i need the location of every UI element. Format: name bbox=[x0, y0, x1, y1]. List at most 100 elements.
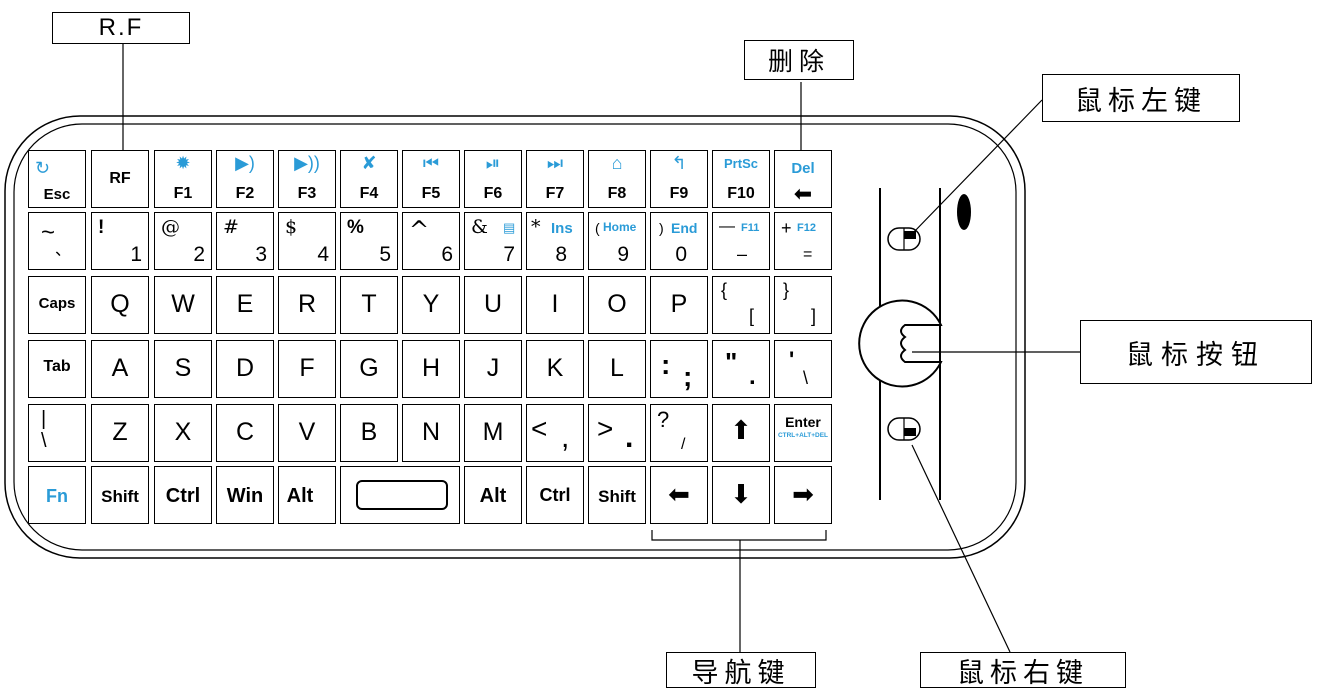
led-indicator bbox=[957, 194, 971, 230]
key-f5[interactable]: ⏮ F5 bbox=[402, 150, 460, 208]
key-q[interactable]: Q bbox=[91, 276, 149, 334]
key-f4-label: F4 bbox=[359, 185, 379, 202]
key-a[interactable]: A bbox=[91, 340, 149, 398]
key-f9-label: F9 bbox=[669, 185, 689, 202]
key-comma[interactable]: < , bbox=[526, 404, 584, 462]
key-f1-label: F1 bbox=[173, 185, 193, 202]
key-f2[interactable]: ▶︎) F2 bbox=[216, 150, 274, 208]
key-alt-right[interactable]: Alt bbox=[464, 466, 522, 524]
key-minus-shift-label: — bbox=[719, 218, 735, 235]
key-v[interactable]: V bbox=[278, 404, 336, 462]
key-up[interactable]: ⬆ bbox=[712, 404, 770, 462]
key-w-label: W bbox=[171, 290, 195, 318]
key-l[interactable]: L bbox=[588, 340, 646, 398]
key-f6[interactable]: ⏯ F6 bbox=[464, 150, 522, 208]
key-lbracket-label: [ bbox=[749, 306, 755, 326]
key-rbracket[interactable]: } ] bbox=[774, 276, 832, 334]
key-0[interactable]: ) End 0 bbox=[650, 212, 708, 270]
key-f9[interactable]: ↰ F9 bbox=[650, 150, 708, 208]
key-ctrl-right[interactable]: Ctrl bbox=[526, 466, 584, 524]
key-f10[interactable]: PrtSc F10 bbox=[712, 150, 770, 208]
key-c-label: C bbox=[235, 418, 255, 446]
key-i[interactable]: I bbox=[526, 276, 584, 334]
key-enter[interactable]: Enter CTRL+ALT+DEL bbox=[774, 404, 832, 462]
key-h[interactable]: H bbox=[402, 340, 460, 398]
key-9[interactable]: ( Home 9 bbox=[588, 212, 646, 270]
key-backslash-r[interactable]: ' \ bbox=[774, 340, 832, 398]
key-semicolon[interactable]: : ; bbox=[650, 340, 708, 398]
key-ctrl[interactable]: Ctrl bbox=[154, 466, 212, 524]
key-q-label: Q bbox=[110, 290, 130, 318]
key-7[interactable]: & ▤ 7 bbox=[464, 212, 522, 270]
key-quote[interactable]: " . bbox=[712, 340, 770, 398]
mouse-right-click-icon[interactable] bbox=[887, 417, 921, 441]
key-s[interactable]: S bbox=[154, 340, 212, 398]
key-slash[interactable]: ? / bbox=[650, 404, 708, 462]
key-space[interactable] bbox=[356, 480, 448, 510]
key-b[interactable]: B bbox=[340, 404, 398, 462]
key-tab[interactable]: Tab bbox=[28, 340, 86, 398]
key-period[interactable]: > . bbox=[588, 404, 646, 462]
key-alt[interactable]: Alt bbox=[278, 466, 336, 524]
key-0-shift-label: ) bbox=[659, 220, 664, 236]
key-f8[interactable]: ⌂ F8 bbox=[588, 150, 646, 208]
key-f3[interactable]: ▶︎)) F3 bbox=[278, 150, 336, 208]
key-pipe[interactable]: | \ bbox=[28, 404, 86, 462]
key-caps-label: Caps bbox=[38, 295, 76, 312]
key-u[interactable]: U bbox=[464, 276, 522, 334]
key-pipe-backslash-label: \ bbox=[41, 430, 47, 452]
key-e[interactable]: E bbox=[216, 276, 274, 334]
key-right[interactable]: ➡ bbox=[774, 466, 832, 524]
key-p[interactable]: P bbox=[650, 276, 708, 334]
key-tilde[interactable]: ~ 、 bbox=[28, 212, 86, 270]
key-4[interactable]: $ 4 bbox=[278, 212, 336, 270]
key-c[interactable]: C bbox=[216, 404, 274, 462]
key-1[interactable]: ! 1 bbox=[91, 212, 149, 270]
key-lbrace-label: { bbox=[721, 280, 728, 300]
key-w[interactable]: W bbox=[154, 276, 212, 334]
key-2[interactable]: @ 2 bbox=[154, 212, 212, 270]
key-8-shift-label: * bbox=[531, 216, 541, 238]
key-f-label: F bbox=[299, 354, 315, 382]
key-esc[interactable]: ↻ Esc bbox=[28, 150, 86, 208]
key-m[interactable]: M bbox=[464, 404, 522, 462]
key-minus[interactable]: — F11 – bbox=[712, 212, 770, 270]
key-f[interactable]: F bbox=[278, 340, 336, 398]
key-f1[interactable]: ✹ F1 bbox=[154, 150, 212, 208]
key-del[interactable]: Del ⬅ bbox=[774, 150, 832, 208]
key-shift-right[interactable]: Shift bbox=[588, 466, 646, 524]
key-comma-label: , bbox=[561, 421, 570, 454]
key-o[interactable]: O bbox=[588, 276, 646, 334]
key-t[interactable]: T bbox=[340, 276, 398, 334]
key-r[interactable]: R bbox=[278, 276, 336, 334]
key-n[interactable]: N bbox=[402, 404, 460, 462]
key-shift[interactable]: Shift bbox=[91, 466, 149, 524]
key-down[interactable]: ⬇ bbox=[712, 466, 770, 524]
key-del-label: Del bbox=[791, 160, 815, 177]
key-d[interactable]: D bbox=[216, 340, 274, 398]
key-4-label: 4 bbox=[317, 243, 329, 266]
key-x[interactable]: X bbox=[154, 404, 212, 462]
key-f4[interactable]: ✘ F4 bbox=[340, 150, 398, 208]
key-rf[interactable]: RF bbox=[91, 150, 149, 208]
key-win[interactable]: Win bbox=[216, 466, 274, 524]
key-y[interactable]: Y bbox=[402, 276, 460, 334]
key-7-shift-label: & bbox=[471, 216, 488, 238]
arrow-down-icon: ⬇ bbox=[730, 479, 752, 509]
key-5[interactable]: % 5 bbox=[340, 212, 398, 270]
key-3[interactable]: # 3 bbox=[216, 212, 274, 270]
key-k[interactable]: K bbox=[526, 340, 584, 398]
key-left[interactable]: ⬅ bbox=[650, 466, 708, 524]
key-6[interactable]: ^ 6 bbox=[402, 212, 460, 270]
key-8[interactable]: * Ins 8 bbox=[526, 212, 584, 270]
key-caps[interactable]: Caps bbox=[28, 276, 86, 334]
mouse-button-ball[interactable] bbox=[858, 299, 943, 388]
key-fn[interactable]: Fn bbox=[28, 466, 86, 524]
key-equals[interactable]: + F12 = bbox=[774, 212, 832, 270]
key-lbracket[interactable]: { [ bbox=[712, 276, 770, 334]
key-f7[interactable]: ⏭ F7 bbox=[526, 150, 584, 208]
key-backtick-label: 、 bbox=[55, 242, 72, 259]
key-j[interactable]: J bbox=[464, 340, 522, 398]
key-g[interactable]: G bbox=[340, 340, 398, 398]
key-z[interactable]: Z bbox=[91, 404, 149, 462]
